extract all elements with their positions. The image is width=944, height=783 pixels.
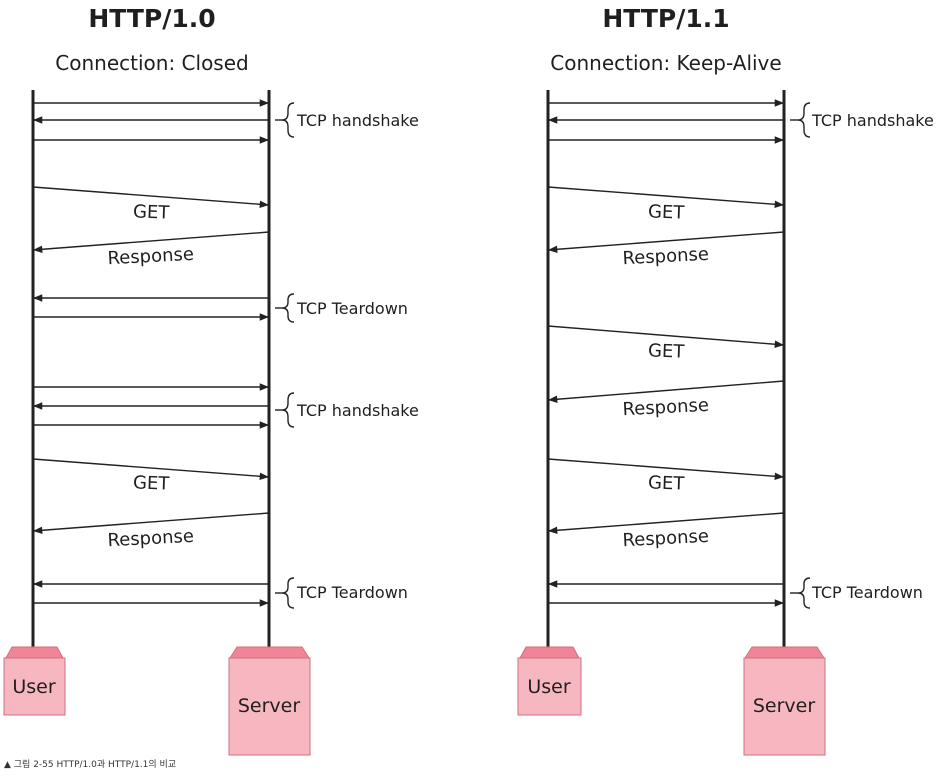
arrowhead bbox=[774, 472, 784, 480]
arrowhead bbox=[774, 136, 784, 144]
messages: GET Response GET Response bbox=[32, 99, 270, 607]
tcp-teardown-bracket: TCP Teardown bbox=[275, 293, 408, 323]
messages: GET Response GET Response GET Response bbox=[547, 99, 785, 607]
panel-http10: HTTP/1.0 Connection: Closed GET Response… bbox=[3, 4, 419, 756]
arrowhead bbox=[548, 526, 558, 534]
arrowhead bbox=[259, 136, 269, 144]
response-arrow bbox=[32, 231, 270, 251]
tcp-handshake-bracket: TCP handshake bbox=[275, 102, 419, 138]
server-label: Server bbox=[238, 695, 300, 717]
get-label: GET bbox=[133, 472, 171, 494]
get-arrow bbox=[547, 186, 785, 206]
arrowhead bbox=[259, 383, 269, 391]
figure-caption: ▲ 그림 2-55 HTTP/1.0과 HTTP/1.1의 비교 bbox=[4, 758, 176, 770]
arrowhead bbox=[774, 200, 784, 208]
arrowhead bbox=[774, 599, 784, 607]
arrowhead bbox=[548, 580, 558, 588]
server-label: Server bbox=[753, 695, 815, 717]
arrowhead bbox=[33, 526, 43, 534]
response-arrow bbox=[547, 231, 785, 251]
get-arrow bbox=[32, 186, 270, 206]
response-arrow bbox=[547, 512, 785, 532]
get-label: GET bbox=[648, 340, 686, 362]
user-label: User bbox=[527, 676, 570, 698]
tcp-teardown-bracket: TCP Teardown bbox=[790, 577, 923, 609]
arrowhead bbox=[259, 200, 269, 208]
user-label: User bbox=[12, 676, 55, 698]
arrowhead bbox=[259, 313, 269, 321]
panel-subtitle: Connection: Keep-Alive bbox=[550, 51, 781, 75]
get-label: GET bbox=[648, 472, 686, 494]
phase-brackets: TCP handshake TCP Teardown bbox=[790, 102, 934, 609]
response-label: Response bbox=[622, 526, 709, 551]
arrowhead bbox=[774, 340, 784, 348]
response-label: Response bbox=[622, 244, 709, 269]
arrowhead bbox=[548, 245, 558, 253]
arrowhead bbox=[33, 294, 43, 302]
server-node: Server bbox=[228, 646, 311, 756]
get-label: GET bbox=[648, 201, 686, 223]
response-label: Response bbox=[622, 395, 709, 420]
panel-title: HTTP/1.1 bbox=[602, 4, 729, 33]
arrowhead bbox=[259, 599, 269, 607]
tcp-handshake-bracket: TCP handshake bbox=[275, 392, 419, 428]
arrowhead bbox=[33, 402, 43, 410]
phase-label: TCP handshake bbox=[296, 401, 419, 420]
arrowhead bbox=[33, 245, 43, 253]
arrowhead bbox=[259, 472, 269, 480]
phase-label: TCP Teardown bbox=[296, 583, 408, 602]
get-arrow bbox=[547, 458, 785, 478]
phase-label: TCP handshake bbox=[296, 111, 419, 130]
panel-subtitle: Connection: Closed bbox=[55, 51, 248, 75]
panel-title: HTTP/1.0 bbox=[88, 4, 215, 33]
response-arrow bbox=[32, 512, 270, 532]
phase-label: TCP Teardown bbox=[811, 583, 923, 602]
arrowhead bbox=[33, 116, 43, 124]
user-node: User bbox=[517, 646, 582, 716]
arrowhead bbox=[259, 421, 269, 429]
panel-http11: HTTP/1.1 Connection: Keep-Alive GET Resp… bbox=[517, 4, 934, 756]
response-label: Response bbox=[107, 526, 194, 551]
arrowhead bbox=[33, 580, 43, 588]
response-label: Response bbox=[107, 244, 194, 269]
arrowhead bbox=[259, 99, 269, 107]
arrowhead bbox=[548, 395, 558, 403]
get-arrow bbox=[547, 325, 785, 346]
phase-brackets: TCP handshake TCP Teardown TCP handshake… bbox=[275, 102, 419, 609]
tcp-teardown-bracket: TCP Teardown bbox=[275, 577, 408, 609]
response-arrow bbox=[547, 380, 785, 401]
get-arrow bbox=[32, 458, 270, 478]
tcp-handshake-bracket: TCP handshake bbox=[790, 102, 934, 138]
get-label: GET bbox=[133, 201, 171, 223]
user-node: User bbox=[3, 646, 66, 716]
phase-label: TCP handshake bbox=[811, 111, 934, 130]
arrowhead bbox=[774, 99, 784, 107]
arrowhead bbox=[548, 116, 558, 124]
server-node: Server bbox=[743, 646, 826, 756]
phase-label: TCP Teardown bbox=[296, 299, 408, 318]
